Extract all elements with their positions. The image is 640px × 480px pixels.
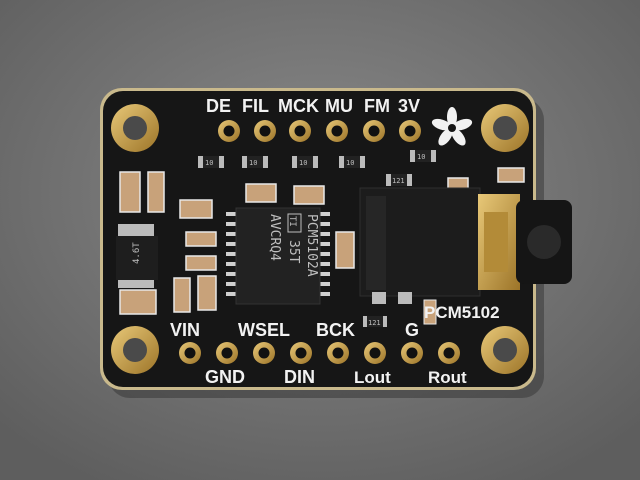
top-pin-labels: DE FIL MCK MU FM 3V	[206, 96, 420, 116]
svg-text:121: 121	[368, 319, 381, 327]
pin-label-wsel: WSEL	[238, 320, 290, 340]
svg-text:10: 10	[417, 153, 425, 161]
pin-label-3v: 3V	[398, 96, 420, 116]
chip-marking-line2: 35T	[286, 240, 301, 264]
svg-text:4.6T: 4.6T	[132, 242, 142, 264]
capacitors	[119, 167, 525, 315]
pin-label-mu: MU	[325, 96, 353, 116]
pin-label-g: G	[405, 320, 419, 340]
headphone-jack	[359, 187, 572, 325]
chip-ti-logo: TI	[287, 216, 297, 227]
chip-marking-line3: AVCRQ4	[267, 214, 282, 261]
pin-label-de: DE	[206, 96, 231, 116]
bottom-header-pads	[179, 342, 460, 364]
mounting-holes	[111, 104, 529, 374]
pin-label-rout: Rout	[428, 368, 467, 387]
flower-logo	[431, 107, 473, 146]
pin-label-fil: FIL	[242, 96, 269, 116]
pin-label-bck: BCK	[316, 320, 355, 340]
pcm5102a-chip: PCM5102A TI 35T AVCRQ4	[226, 207, 330, 305]
product-label: PCM5102	[424, 303, 500, 322]
pin-label-din: DIN	[284, 367, 315, 387]
top-header-pads	[218, 120, 421, 142]
voltage-regulator: 4.6T	[116, 224, 158, 288]
svg-text:121: 121	[392, 177, 405, 185]
resistor-row: 10 10 10 10 10 121 121	[198, 150, 436, 327]
svg-text:10: 10	[299, 159, 307, 167]
pin-label-vin: VIN	[170, 320, 200, 340]
pin-label-lout: Lout	[354, 368, 391, 387]
pin-label-fm: FM	[364, 96, 390, 116]
svg-text:10: 10	[205, 159, 213, 167]
pin-label-mck: MCK	[278, 96, 319, 116]
bottom-pin-labels: VIN WSEL BCK G GND DIN Lout Rout	[170, 320, 467, 387]
svg-text:10: 10	[249, 159, 257, 167]
pin-label-gnd: GND	[205, 367, 245, 387]
chip-marking-line1: PCM5102A	[304, 214, 319, 277]
svg-text:10: 10	[346, 159, 354, 167]
